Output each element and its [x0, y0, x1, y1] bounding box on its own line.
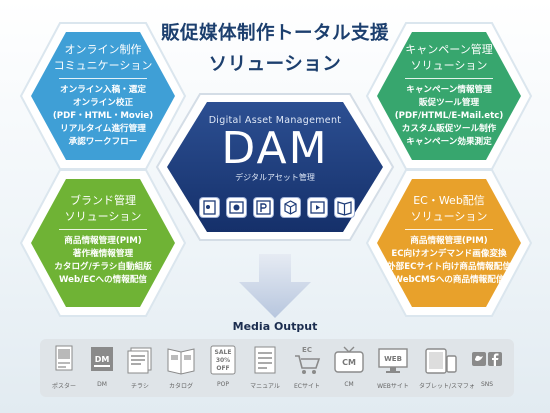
hex-online-production: オンライン制作 コミュニケーション オンライン入稿・選定 オンライン校正 (PD…	[18, 20, 188, 172]
media-item-ec-site: EC ECサイト	[286, 343, 328, 390]
dam-caption: Digital Asset Management	[208, 115, 342, 126]
hex-online-item: オンライン校正	[72, 98, 134, 108]
media-label-pop: POP	[217, 381, 229, 388]
hex-ecweb-heading-1: EC・Web配信	[413, 194, 485, 207]
web-site-icon: WEB	[372, 343, 414, 379]
hex-dam-center: Digital Asset Management DAM デジタルアセット管理	[155, 92, 395, 242]
ec-site-icon: EC	[286, 343, 328, 379]
media-label-cm: CM	[344, 381, 354, 388]
svg-text:SALE: SALE	[215, 349, 232, 356]
media-label-flyer: チラシ	[131, 383, 149, 390]
svg-text:CM: CM	[342, 358, 356, 367]
asset-image-icon	[227, 198, 246, 217]
asset-presentation-icon	[254, 198, 273, 217]
dam-title: DAM	[221, 123, 329, 174]
hex-ecweb-item: 外部ECサイト向け商品情報配信	[387, 262, 511, 272]
hex-online-heading-1: オンライン制作	[64, 43, 142, 56]
hex-brand-heading-2: ソリューション	[64, 210, 142, 223]
media-item-catalog: カタログ	[160, 343, 202, 390]
media-item-web-site: WEB WEBサイト	[372, 343, 414, 390]
hex-campaign-item: キャンペーン効果測定	[406, 137, 492, 147]
hex-online-item: (PDF・HTML・Movie)	[52, 111, 154, 121]
hex-brand-heading-1: ブランド管理	[70, 194, 136, 207]
hex-online-item: 承認ワークフロー	[68, 137, 138, 147]
manual-icon	[244, 343, 286, 379]
media-label-dm: DM	[97, 381, 107, 388]
media-item-flyer: チラシ	[119, 343, 161, 390]
hex-campaign-heading-2: ソリューション	[410, 59, 488, 72]
hex-brand-item: 商品情報管理(PIM)	[64, 236, 142, 246]
svg-text:30%: 30%	[216, 357, 230, 364]
media-item-dm: DM DM	[81, 343, 123, 388]
flyer-icon	[119, 343, 161, 379]
svg-text:WEB: WEB	[384, 355, 402, 363]
hex-brand-divider	[59, 229, 147, 230]
media-item-cm: CM CM	[328, 343, 370, 388]
asset-catalog-icon	[335, 198, 354, 217]
hex-brand-management: ブランド管理 ソリューション 商品情報管理(PIM) 著作権情報管理 カタログ/…	[18, 167, 188, 319]
hex-ecweb-divider	[405, 229, 493, 230]
dam-subtitle: デジタルアセット管理	[235, 173, 315, 182]
tablet-smartphone-icon	[419, 343, 461, 379]
sns-icon	[466, 343, 508, 379]
down-arrow-icon	[239, 254, 311, 318]
svg-text:OFF: OFF	[216, 365, 229, 372]
hex-campaign-divider	[405, 78, 493, 79]
media-label-sns: SNS	[480, 381, 494, 388]
catalog-icon	[160, 343, 202, 379]
media-label-web-site: WEBサイト	[377, 383, 409, 390]
media-label-poster: ポスター	[51, 383, 76, 390]
hex-online-item: リアルタイム進行管理	[60, 124, 146, 134]
media-label-manual: マニュアル	[250, 383, 280, 390]
hex-campaign-item: キャンペーン情報管理	[406, 85, 492, 95]
hex-campaign-management: キャンペーン管理 ソリューション キャンペーン情報管理 販促ツール管理 (PDF…	[364, 20, 534, 172]
asset-document-icon	[200, 198, 219, 217]
media-label-ec-site: ECサイト	[294, 383, 320, 390]
asset-video-icon	[308, 198, 327, 217]
hex-ecweb-heading-2: ソリューション	[410, 210, 488, 223]
hex-brand-item: カタログ/チラシ自動組版	[54, 262, 152, 272]
svg-text:EC: EC	[302, 346, 312, 354]
hex-campaign-item: カスタム販促ツール制作	[401, 124, 497, 134]
hex-brand-item: Web/ECへの情報配信	[58, 275, 148, 285]
poster-icon	[43, 343, 85, 379]
media-item-manual: マニュアル	[244, 343, 286, 390]
diagram-title-line-1: 販促媒体制作トータル支援	[160, 23, 389, 44]
hex-campaign-item: (PDF/HTML/E-Mail.etc)	[394, 111, 504, 121]
hex-ecweb-item: EC向けオンデマンド画像変換	[391, 249, 507, 259]
asset-3d-object-icon	[281, 198, 300, 217]
hex-ecweb-item: 商品情報管理(PIM)	[410, 236, 488, 246]
cm-icon: CM	[328, 343, 370, 379]
hex-ec-web-distribution: EC・Web配信 ソリューション 商品情報管理(PIM) EC向けオンデマンド画…	[364, 167, 534, 319]
media-item-poster: ポスター	[43, 343, 85, 390]
media-label-catalog: カタログ	[168, 383, 193, 390]
hex-online-divider	[59, 78, 147, 79]
media-label-tablet-smartphone: タブレット/スマフォ	[419, 383, 475, 390]
dm-icon: DM	[81, 343, 123, 379]
hex-campaign-heading-1: キャンペーン管理	[405, 43, 493, 56]
hex-campaign-item: 販促ツール管理	[418, 98, 480, 108]
media-item-tablet-smartphone: タブレット/スマフォ	[419, 343, 475, 390]
media-item-sns: SNS	[466, 343, 508, 388]
media-output-label: Media Output	[232, 320, 318, 333]
svg-text:DM: DM	[95, 355, 110, 364]
hex-online-heading-2: コミュニケーション	[53, 59, 153, 72]
hex-online-item: オンライン入稿・選定	[60, 85, 146, 95]
diagram-title-line-2: ソリューション	[208, 54, 342, 75]
hex-brand-item: 著作権情報管理	[72, 249, 134, 259]
hex-ecweb-item: WebCMSへの商品情報配信	[393, 275, 505, 285]
